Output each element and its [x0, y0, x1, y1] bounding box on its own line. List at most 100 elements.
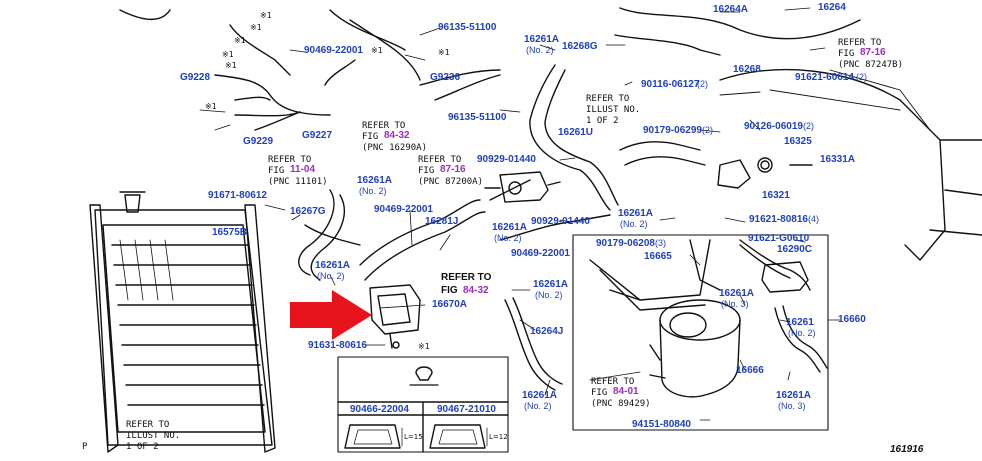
- label-16670a[interactable]: 16670A: [432, 299, 468, 310]
- label-16281j[interactable]: 16281J: [425, 216, 459, 227]
- clip-detail-box: [337, 356, 509, 453]
- label-90469-22001-a[interactable]: 90469-22001: [304, 45, 363, 56]
- refer-84-32-b-fig: FIG: [441, 285, 458, 296]
- label-90116-06127[interactable]: 90116-06127: [641, 79, 700, 90]
- label-94151-80840[interactable]: 94151-80840: [632, 419, 691, 430]
- label-16290c[interactable]: 16290C: [777, 244, 813, 255]
- refer-87-16-b-ref[interactable]: 87-16: [440, 164, 466, 175]
- note-symbol-d: ※1: [222, 50, 234, 59]
- label-91621-60614[interactable]: 91621-60614: [795, 72, 854, 83]
- refer-84-01-line1: REFER TO: [591, 377, 635, 387]
- page-marker: P: [82, 442, 88, 452]
- sub-qty-2-c: (2): [702, 125, 713, 135]
- sub-no2-a: (No. 2): [526, 45, 554, 55]
- sub-no2-e: (No. 2): [317, 271, 345, 281]
- label-90469-22001-c[interactable]: 90469-22001: [511, 248, 570, 259]
- label-91671-80612[interactable]: 91671-80612: [208, 190, 267, 201]
- note-symbol-f: ※1: [371, 46, 383, 55]
- sub-qty-2-a: (2): [856, 72, 867, 82]
- refer-illust-a-line3: 1 OF 2: [586, 116, 619, 126]
- label-96135-51100-a[interactable]: 96135-51100: [438, 22, 497, 33]
- refer-84-32-a-fig: FIG: [362, 132, 379, 142]
- label-16264a[interactable]: 16264A: [713, 4, 749, 15]
- label-91621-g0610[interactable]: 91621-G0610: [748, 233, 810, 244]
- sub-no2-f: (No. 2): [535, 290, 563, 300]
- refer-87-16-a-ref[interactable]: 87-16: [860, 47, 886, 58]
- label-91631-80616[interactable]: 91631-80616: [308, 340, 367, 351]
- label-16261[interactable]: 16261: [786, 317, 814, 328]
- refer-87-16-a-line1: REFER TO: [838, 38, 882, 48]
- label-90469-22001-b[interactable]: 90469-22001: [374, 204, 433, 215]
- refer-87-16-a-fig: FIG: [838, 49, 855, 59]
- hose-group-center: [298, 34, 721, 391]
- sub-qty-2-b: (2): [697, 79, 708, 89]
- label-16321[interactable]: 16321: [762, 190, 790, 201]
- label-16261a-c[interactable]: 16261A: [492, 222, 528, 233]
- sub-no3-a: (No. 3): [721, 299, 749, 309]
- label-16267g[interactable]: 16267G: [290, 206, 326, 217]
- label-g9227[interactable]: G9227: [302, 130, 333, 141]
- label-16331a[interactable]: 16331A: [820, 154, 856, 165]
- label-16264j[interactable]: 16264J: [530, 326, 564, 337]
- thermostat-parts-drawing: [717, 157, 813, 189]
- clip-length-12: L=12: [489, 433, 508, 441]
- label-90929-01440-a[interactable]: 90929-01440: [477, 154, 536, 165]
- engine-outline-drawing: [619, 7, 982, 261]
- label-16575b[interactable]: 16575B: [212, 227, 248, 238]
- label-90467-21010[interactable]: 90467-21010: [437, 404, 496, 415]
- valve-assembly-drawing: [484, 171, 561, 203]
- label-16261a-g[interactable]: 16261A: [719, 288, 755, 299]
- label-16261a-e[interactable]: 16261A: [315, 260, 351, 271]
- label-16660[interactable]: 16660: [838, 314, 866, 325]
- sub-no2-b: (No. 2): [359, 186, 387, 196]
- note-symbol-b: ※1: [250, 23, 262, 32]
- refer-84-32-a-pnc: (PNC 16290A): [362, 143, 428, 153]
- refer-illust-b-line1: REFER TO: [126, 420, 170, 430]
- label-16261a-d[interactable]: 16261A: [618, 208, 654, 219]
- refer-11-04-fig: FIG: [268, 166, 285, 176]
- sub-no2-c: (No. 2): [494, 233, 522, 243]
- refer-87-16-b-fig: FIG: [418, 166, 435, 176]
- label-g9228[interactable]: G9228: [180, 72, 211, 83]
- note-symbol-g: ※1: [438, 48, 450, 57]
- label-16261a-a[interactable]: 16261A: [524, 34, 560, 45]
- note-symbol-clip: ※1: [418, 342, 430, 351]
- note-symbol-c: ※1: [234, 36, 246, 45]
- label-16261u[interactable]: 16261U: [558, 127, 594, 138]
- label-g9236[interactable]: G9236: [430, 72, 461, 83]
- label-96135-51100-b[interactable]: 96135-51100: [448, 112, 507, 123]
- refer-illust-b-line2: ILLUST NO.: [126, 431, 181, 441]
- refer-84-01-ref[interactable]: 84-01: [613, 386, 639, 397]
- refer-84-32-a-line1: REFER TO: [362, 121, 406, 131]
- label-90929-01440-b[interactable]: 90929-01440: [531, 216, 590, 227]
- sub-qty-4: (4): [808, 214, 819, 224]
- detail-box-lower-right: [572, 234, 829, 431]
- refer-11-04-ref[interactable]: 11-04: [290, 164, 316, 175]
- refer-84-32-a-ref[interactable]: 84-32: [384, 130, 410, 141]
- label-91621-80816[interactable]: 91621-80816: [749, 214, 808, 225]
- note-symbol-e: ※1: [225, 61, 237, 70]
- label-16261a-h[interactable]: 16261A: [522, 390, 558, 401]
- label-16261a-i[interactable]: 16261A: [776, 390, 812, 401]
- refer-84-32-b-ref[interactable]: 84-32: [463, 285, 489, 296]
- label-90466-22004[interactable]: 90466-22004: [350, 404, 409, 415]
- label-16268g[interactable]: 16268G: [562, 41, 598, 52]
- refer-84-32-b-line1: REFER TO: [441, 272, 492, 283]
- leader-lines: [199, 7, 841, 421]
- label-g9229[interactable]: G9229: [243, 136, 274, 147]
- sub-qty-2-d: (2): [803, 121, 814, 131]
- label-16264[interactable]: 16264: [818, 2, 846, 13]
- label-16261a-b[interactable]: 16261A: [357, 175, 393, 186]
- label-90179-06208[interactable]: 90179-06208: [596, 238, 655, 249]
- label-90126-06019[interactable]: 90126-06019: [744, 121, 803, 132]
- refer-87-16-b-line1: REFER TO: [418, 155, 462, 165]
- label-90179-06299[interactable]: 90179-06299: [643, 125, 702, 136]
- label-16666[interactable]: 16666: [736, 365, 764, 376]
- label-16325[interactable]: 16325: [784, 136, 812, 147]
- label-16665[interactable]: 16665: [644, 251, 672, 262]
- label-16261a-f[interactable]: 16261A: [533, 279, 569, 290]
- sub-no2-d: (No. 2): [620, 219, 648, 229]
- sub-no3-b: (No. 3): [778, 401, 806, 411]
- label-16268[interactable]: 16268: [733, 64, 761, 75]
